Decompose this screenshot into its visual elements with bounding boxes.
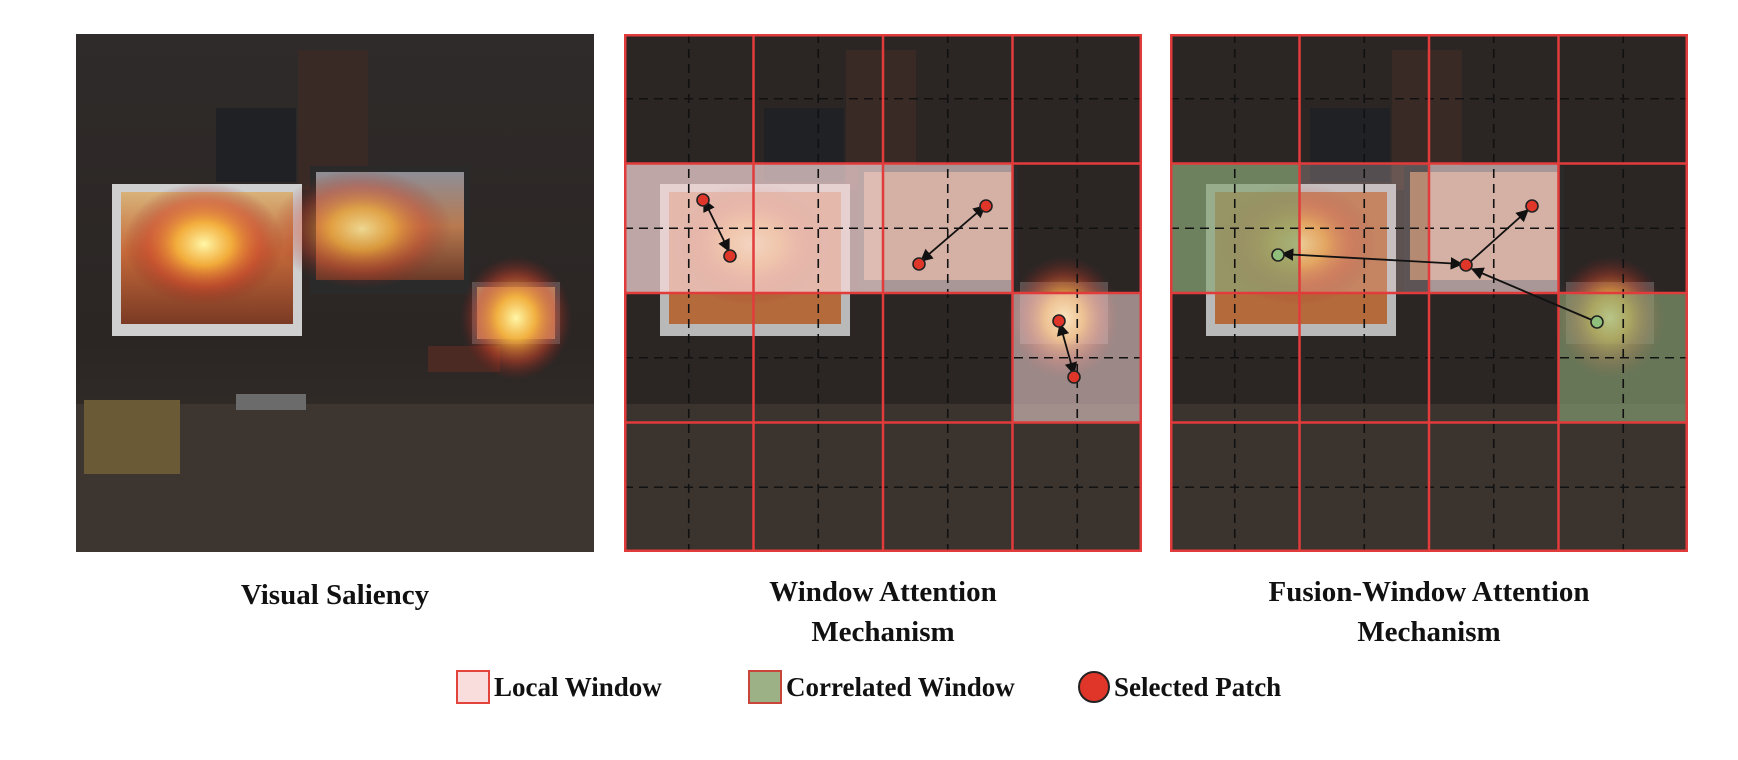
caption-line: Window Attention xyxy=(769,576,997,608)
window-grid xyxy=(1170,34,1688,552)
selected-patch xyxy=(979,199,993,213)
window-attention-panel xyxy=(624,34,1142,552)
visual-saliency-panel xyxy=(76,34,594,552)
visual-saliency-image xyxy=(76,34,594,552)
caption-line: Mechanism xyxy=(1357,616,1501,648)
selected-patch xyxy=(723,249,737,263)
window-grid xyxy=(624,34,1142,552)
caption-line: Fusion-Window Attention xyxy=(1268,576,1590,608)
caption-window-attention: Window Attention Mechanism xyxy=(624,572,1142,652)
caption-fusion-window-attention: Fusion-Window Attention Mechanism xyxy=(1170,572,1688,652)
legend-label: Local Window xyxy=(494,671,662,702)
selected-patch xyxy=(1459,258,1473,272)
selected-patch xyxy=(1525,199,1539,213)
legend-label: Correlated Window xyxy=(786,671,1015,702)
attention-arrows xyxy=(1280,209,1593,321)
caption-visual-saliency: Visual Saliency xyxy=(76,575,594,615)
legend-correlated-window: Correlated Window xyxy=(748,667,1015,707)
correlated-patch xyxy=(1590,315,1604,329)
caption-line: Mechanism xyxy=(811,616,955,648)
local-window-swatch xyxy=(456,670,490,704)
selected-patch xyxy=(696,193,710,207)
correlated-patch xyxy=(1271,248,1285,262)
fusion-window-attention-panel xyxy=(1170,34,1688,552)
fusion-window-attention-diagram xyxy=(1170,34,1688,552)
selected-patch xyxy=(912,257,926,271)
legend-local-window: Local Window xyxy=(456,667,662,707)
selected-patch xyxy=(1067,370,1081,384)
selected-patch-swatch xyxy=(1078,671,1110,703)
attention-arrows xyxy=(703,198,1078,376)
selected-patch xyxy=(1052,314,1066,328)
legend-label: Selected Patch xyxy=(1114,671,1282,702)
local-window xyxy=(1299,163,1429,293)
correlated-window-swatch xyxy=(748,670,782,704)
legend-selected-patch: Selected Patch xyxy=(1078,667,1281,707)
caption-line: Visual Saliency xyxy=(240,579,430,611)
window-attention-diagram xyxy=(624,34,1142,552)
